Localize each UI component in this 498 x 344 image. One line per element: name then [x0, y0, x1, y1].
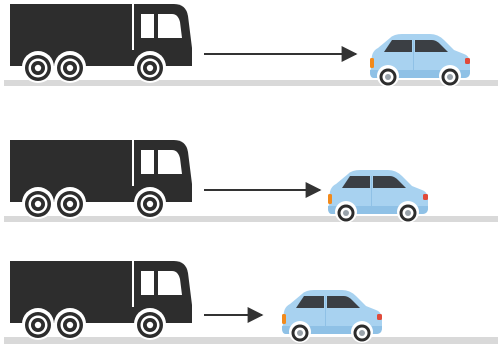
car-wheel: [442, 69, 459, 86]
truck-rear-bumper: [10, 198, 20, 202]
truck-window-side: [141, 271, 154, 295]
truck-front-bumper: [174, 319, 192, 323]
wheel: [57, 55, 83, 81]
car-rear-light: [370, 58, 374, 68]
car-wheel: [338, 205, 355, 222]
truck-rear-bumper: [10, 62, 20, 66]
truck-front-bumper: [174, 62, 192, 66]
truck-cargo-box: [10, 4, 132, 50]
car-icon: [282, 290, 382, 343]
truck-window-side: [141, 14, 154, 38]
wheel: [57, 191, 83, 217]
wheel: [137, 312, 163, 338]
car-wheel: [292, 325, 309, 342]
car-rear-light: [328, 194, 332, 204]
truck-cargo-box: [10, 261, 132, 307]
wheel: [57, 312, 83, 338]
truck-window-side: [141, 150, 154, 174]
wheel: [137, 55, 163, 81]
wheel: [25, 312, 51, 338]
wheel: [25, 191, 51, 217]
scene-row-3: [4, 261, 498, 344]
road: [4, 337, 498, 344]
truck-front-bumper: [174, 198, 192, 202]
road: [4, 80, 498, 86]
truck-icon: [10, 4, 192, 83]
car-front-light: [465, 58, 470, 64]
car-icon: [370, 34, 470, 87]
car-wheel: [380, 69, 397, 86]
road: [4, 216, 498, 222]
truck-rear-bumper: [10, 319, 20, 323]
wheel: [25, 55, 51, 81]
car-rear-light: [282, 314, 286, 324]
car-front-light: [423, 194, 428, 200]
car-front-light: [377, 314, 382, 320]
truck-icon: [10, 140, 192, 219]
car-icon: [328, 170, 428, 223]
scene-row-2: [4, 140, 498, 223]
truck-icon: [10, 261, 192, 340]
wheel: [137, 191, 163, 217]
car-wheel: [354, 325, 371, 342]
car-wheel: [400, 205, 417, 222]
scene-row-1: [4, 4, 498, 87]
truck-cargo-box: [10, 140, 132, 186]
